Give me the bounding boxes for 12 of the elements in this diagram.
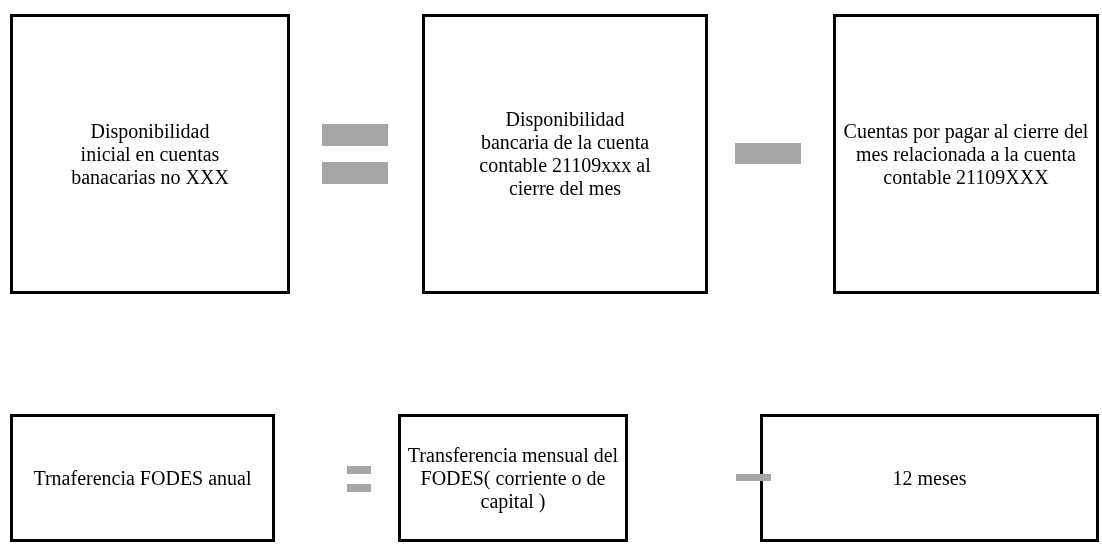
text-box	[10, 14, 290, 294]
text-box	[10, 414, 275, 542]
box-text: Disponibilidad bancaria de la cuenta contable 21109xxx al cierre del mes	[478, 108, 652, 200]
text-box	[422, 14, 708, 294]
text-box	[398, 414, 628, 542]
box-text: Transferencia mensual del FODES( corriente o de capital )	[406, 443, 620, 513]
box-text: Cuentas por pagar al cierre del mes relacionada a la cuenta contable 21109XXX	[842, 119, 1090, 189]
box-text: Trnaferencia FODES anual	[32, 466, 253, 490]
text-box	[760, 414, 1099, 542]
box-text: Disponibilidad inicial en cuentas banacarias no XXX	[70, 119, 230, 189]
box-text: 12 meses	[891, 466, 968, 490]
text-box	[833, 14, 1099, 294]
